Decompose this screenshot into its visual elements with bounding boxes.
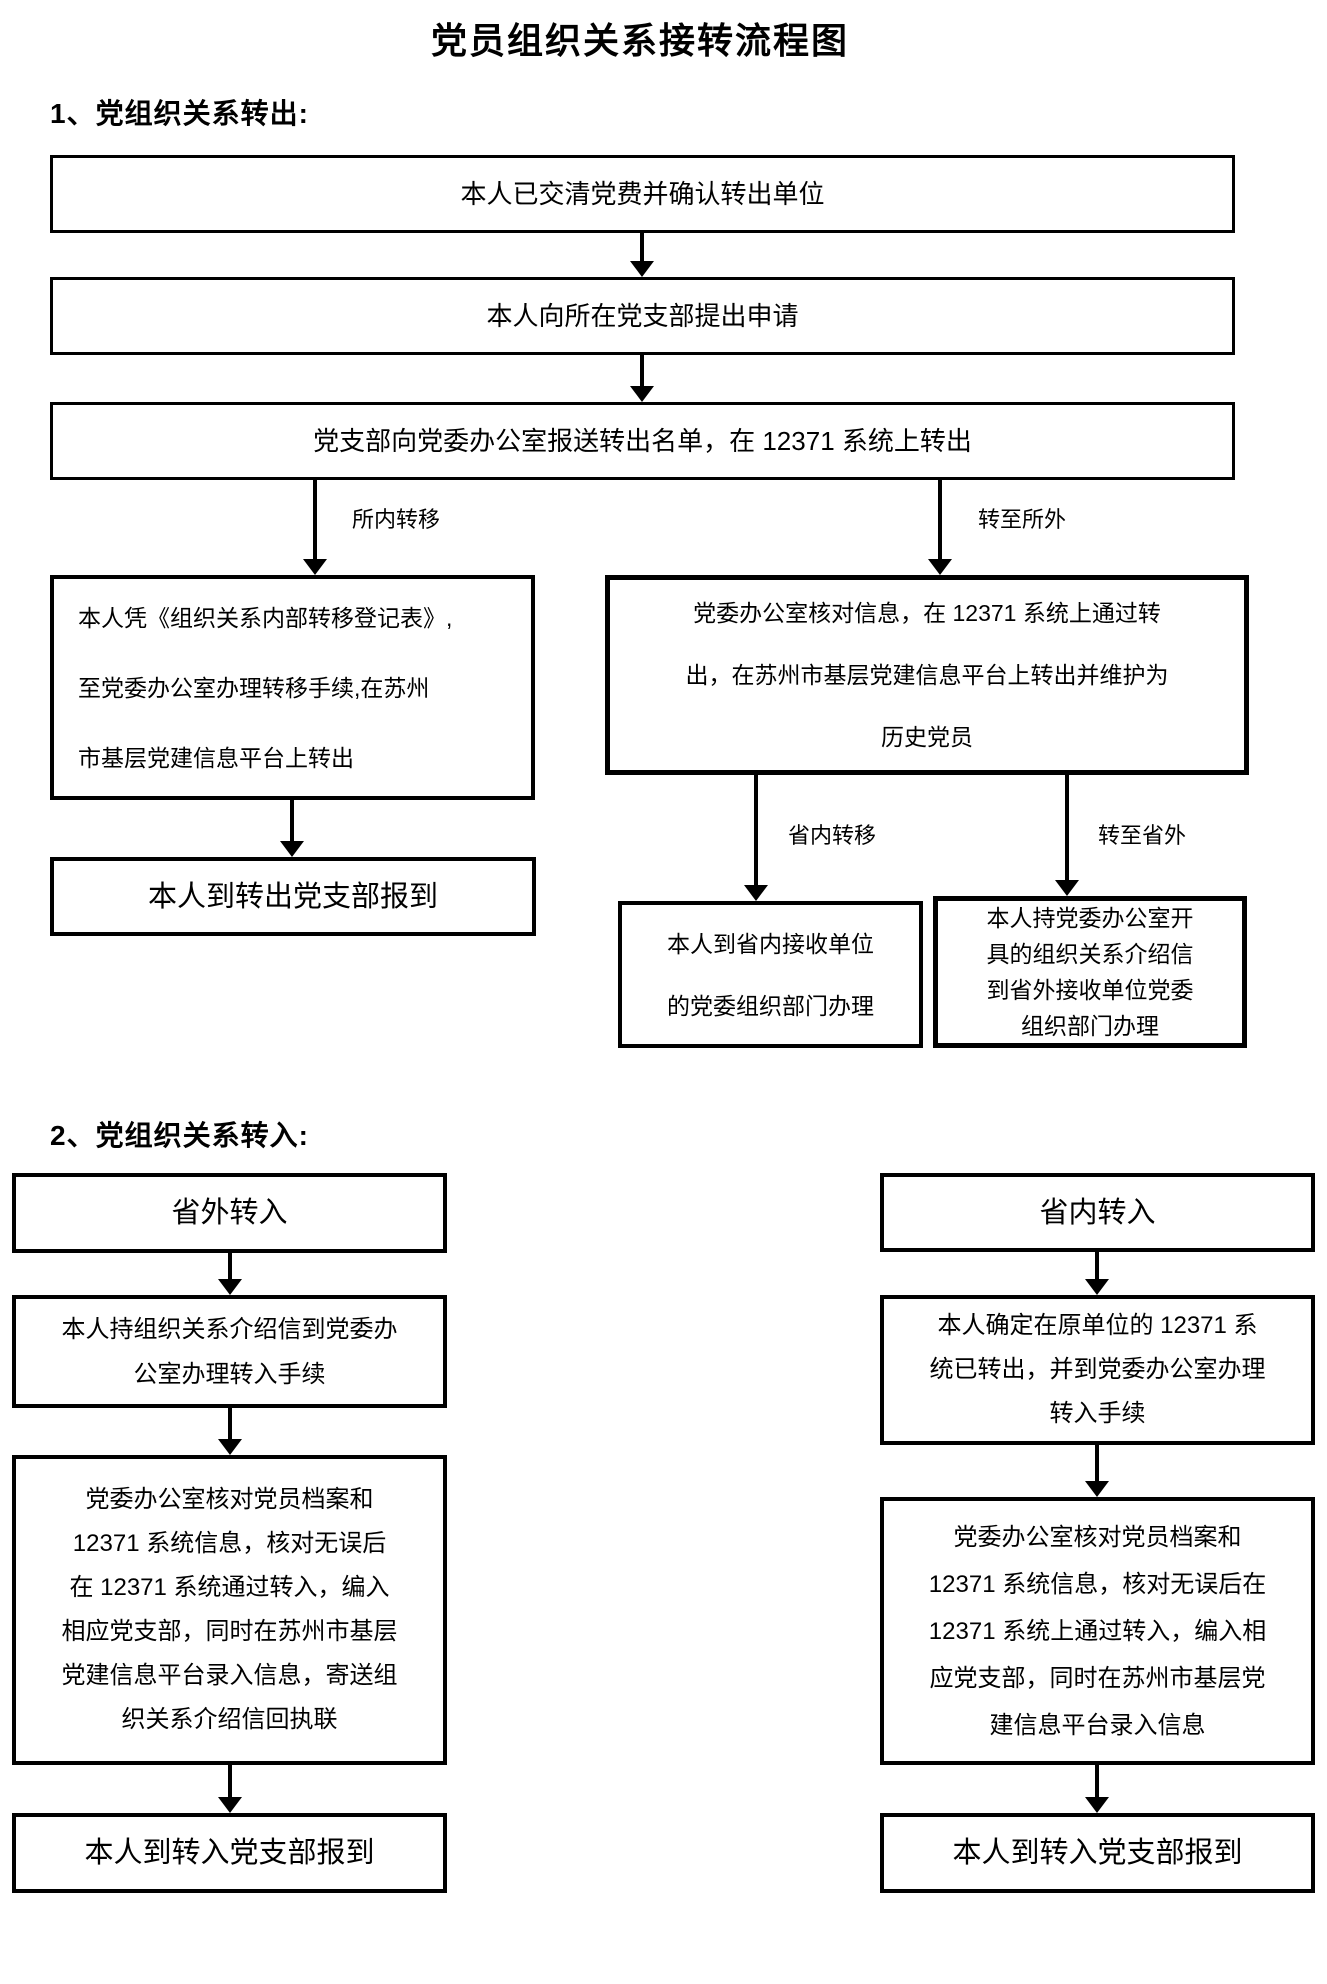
arrow-fee-to-apply-stem xyxy=(640,233,644,263)
flow-node-line: 12371 系统信息，核对无误后在 xyxy=(928,1570,1267,1598)
label-external-transfer: 转至所外 xyxy=(978,507,1067,532)
arrow-outside-3-stem xyxy=(228,1765,232,1799)
flow-node-line: 党委办公室核对党员档案和 xyxy=(85,1486,374,1513)
arrow-apply-to-report-head xyxy=(630,386,654,402)
arrow-province-external-head xyxy=(1055,880,1079,896)
flow-node-line: 组织部门办理 xyxy=(1021,1013,1159,1039)
flow-node-in-province-confirm: 本人确定在原单位的 12371 系统已转出，并到党委办公室办理转入手续 xyxy=(880,1295,1315,1445)
arrow-branch-internal-stem xyxy=(313,480,317,561)
flow-node-out-step-fee-paid: 本人已交清党费并确认转出单位 xyxy=(50,155,1235,233)
flow-node-line: 本人凭《组织关系内部转移登记表》, xyxy=(78,604,453,631)
arrow-fee-to-apply-head xyxy=(630,261,654,277)
flow-node-in-outside-go-office: 本人持组织关系介绍信到党委办公室办理转入手续 xyxy=(12,1295,447,1408)
flow-node-line: 本人确定在原单位的 12371 系 xyxy=(937,1312,1258,1339)
flow-node-line: 本人持党委办公室开 xyxy=(986,905,1194,931)
flow-node-line: 至党委办公室办理转移手续,在苏州 xyxy=(78,674,430,701)
arrow-internal-to-report-stem xyxy=(290,800,294,843)
flow-node-line: 本人到转入党支部报到 xyxy=(84,1837,375,1869)
label-province-external: 转至省外 xyxy=(1098,823,1187,848)
flow-node-line: 省外转入 xyxy=(171,1197,288,1229)
flow-node-line: 本人到省内接收单位 xyxy=(667,930,874,957)
flow-node-line: 市基层党建信息平台上转出 xyxy=(78,744,354,771)
flow-node-in-province-report: 本人到转入党支部报到 xyxy=(880,1813,1315,1893)
arrow-province-internal-head xyxy=(744,885,768,901)
arrow-inprov-3-stem xyxy=(1095,1765,1099,1799)
arrow-internal-to-report-head xyxy=(280,841,304,857)
flow-node-line: 省内转入 xyxy=(1039,1196,1156,1229)
flow-node-out-report-to-branch: 本人到转出党支部报到 xyxy=(50,857,536,936)
flow-node-line: 转入手续 xyxy=(1049,1400,1146,1427)
arrow-inprov-1-stem xyxy=(1095,1252,1099,1281)
flow-node-line: 12371 系统上通过转入，编入相 xyxy=(928,1617,1267,1645)
arrow-inprov-2-head xyxy=(1085,1481,1109,1497)
arrow-inprov-1-head xyxy=(1085,1279,1109,1295)
arrow-outside-2-head xyxy=(218,1439,242,1455)
flow-node-line: 出，在苏州市基层党建信息平台上转出并维护为 xyxy=(685,662,1169,688)
arrow-outside-2-stem xyxy=(228,1408,232,1441)
flow-node-line: 党建信息平台录入信息，寄送组 xyxy=(61,1662,398,1689)
flow-node-line: 党委办公室核对信息，在 12371 系统上通过转 xyxy=(693,600,1161,626)
flow-node-line: 应党支部，同时在苏州市基层党 xyxy=(929,1664,1266,1692)
arrow-branch-external-stem xyxy=(938,480,942,561)
section-1-heading: 1、党组织关系转出: xyxy=(50,98,309,129)
flow-node-line: 本人到转出党支部报到 xyxy=(147,880,438,913)
flow-node-line: 具的组织关系介绍信 xyxy=(986,941,1194,967)
label-internal-transfer: 所内转移 xyxy=(352,507,441,532)
arrow-outside-1-stem xyxy=(228,1253,232,1281)
flow-node-out-internal-transfer: 本人凭《组织关系内部转移登记表》, 至党委办公室办理转移手续,在苏州市基层党建信息… xyxy=(50,575,535,800)
arrow-outside-3-head xyxy=(218,1797,242,1813)
arrow-inprov-3-head xyxy=(1085,1797,1109,1813)
flow-node-in-outside-report: 本人到转入党支部报到 xyxy=(12,1813,447,1893)
flow-node-line: 织关系介绍信回执联 xyxy=(121,1706,338,1733)
flow-node-line: 相应党支部，同时在苏州市基层 xyxy=(61,1618,398,1645)
flow-node-in-province-start: 省内转入 xyxy=(880,1173,1315,1252)
flow-node-line: 历史党员 xyxy=(881,724,973,750)
flow-node-line: 本人已交清党费并确认转出单位 xyxy=(460,179,825,209)
label-province-internal: 省内转移 xyxy=(788,823,877,848)
page-title: 党员组织关系接转流程图 xyxy=(430,20,849,61)
arrow-branch-internal-head xyxy=(303,559,327,575)
arrow-branch-external-head xyxy=(928,559,952,575)
arrow-apply-to-report-stem xyxy=(640,355,644,388)
flow-node-out-external-transfer: 党委办公室核对信息，在 12371 系统上通过转出，在苏州市基层党建信息平台上转… xyxy=(605,575,1249,775)
flow-node-line: 公室办理转入手续 xyxy=(133,1360,326,1388)
arrow-province-internal-stem xyxy=(754,775,758,887)
flow-node-line: 本人向所在党支部提出申请 xyxy=(486,301,799,331)
flow-node-line: 本人到转入党支部报到 xyxy=(952,1837,1243,1869)
arrow-outside-1-head xyxy=(218,1279,242,1295)
flow-node-out-province-external: 本人持党委办公室开具的组织关系介绍信到省外接收单位党委组织部门办理 xyxy=(933,896,1247,1048)
arrow-inprov-2-stem xyxy=(1095,1445,1099,1483)
flow-node-out-province-internal: 本人到省内接收单位的党委组织部门办理 xyxy=(618,901,923,1048)
section-2-heading: 2、党组织关系转入: xyxy=(50,1120,309,1151)
flow-node-line: 的党委组织部门办理 xyxy=(667,992,874,1019)
flow-node-line: 到省外接收单位党委 xyxy=(986,977,1194,1003)
flow-node-out-step-report-list: 党支部向党委办公室报送转出名单，在 12371 系统上转出 xyxy=(50,402,1235,480)
flow-node-line: 建信息平台录入信息 xyxy=(989,1711,1206,1739)
flow-node-in-outside-start: 省外转入 xyxy=(12,1173,447,1253)
flow-node-line: 本人持组织关系介绍信到党委办 xyxy=(61,1315,398,1343)
flow-node-line: 党委办公室核对党员档案和 xyxy=(953,1523,1242,1551)
flow-node-line: 在 12371 系统通过转入，编入 xyxy=(69,1574,390,1601)
flow-node-out-step-apply: 本人向所在党支部提出申请 xyxy=(50,277,1235,355)
flow-node-line: 12371 系统信息，核对无误后 xyxy=(72,1530,387,1557)
arrow-province-external-stem xyxy=(1065,775,1069,882)
flow-node-in-province-office-check: 党委办公室核对党员档案和 12371 系统信息，核对无误后在 12371 系统上通过… xyxy=(880,1497,1315,1765)
flow-node-line: 统已转出，并到党委办公室办理 xyxy=(929,1356,1266,1383)
flow-node-line: 党支部向党委办公室报送转出名单，在 12371 系统上转出 xyxy=(313,426,972,456)
flow-node-in-outside-office-check: 党委办公室核对党员档案和 12371 系统信息，核对无误后在 12371 系统通过… xyxy=(12,1455,447,1765)
